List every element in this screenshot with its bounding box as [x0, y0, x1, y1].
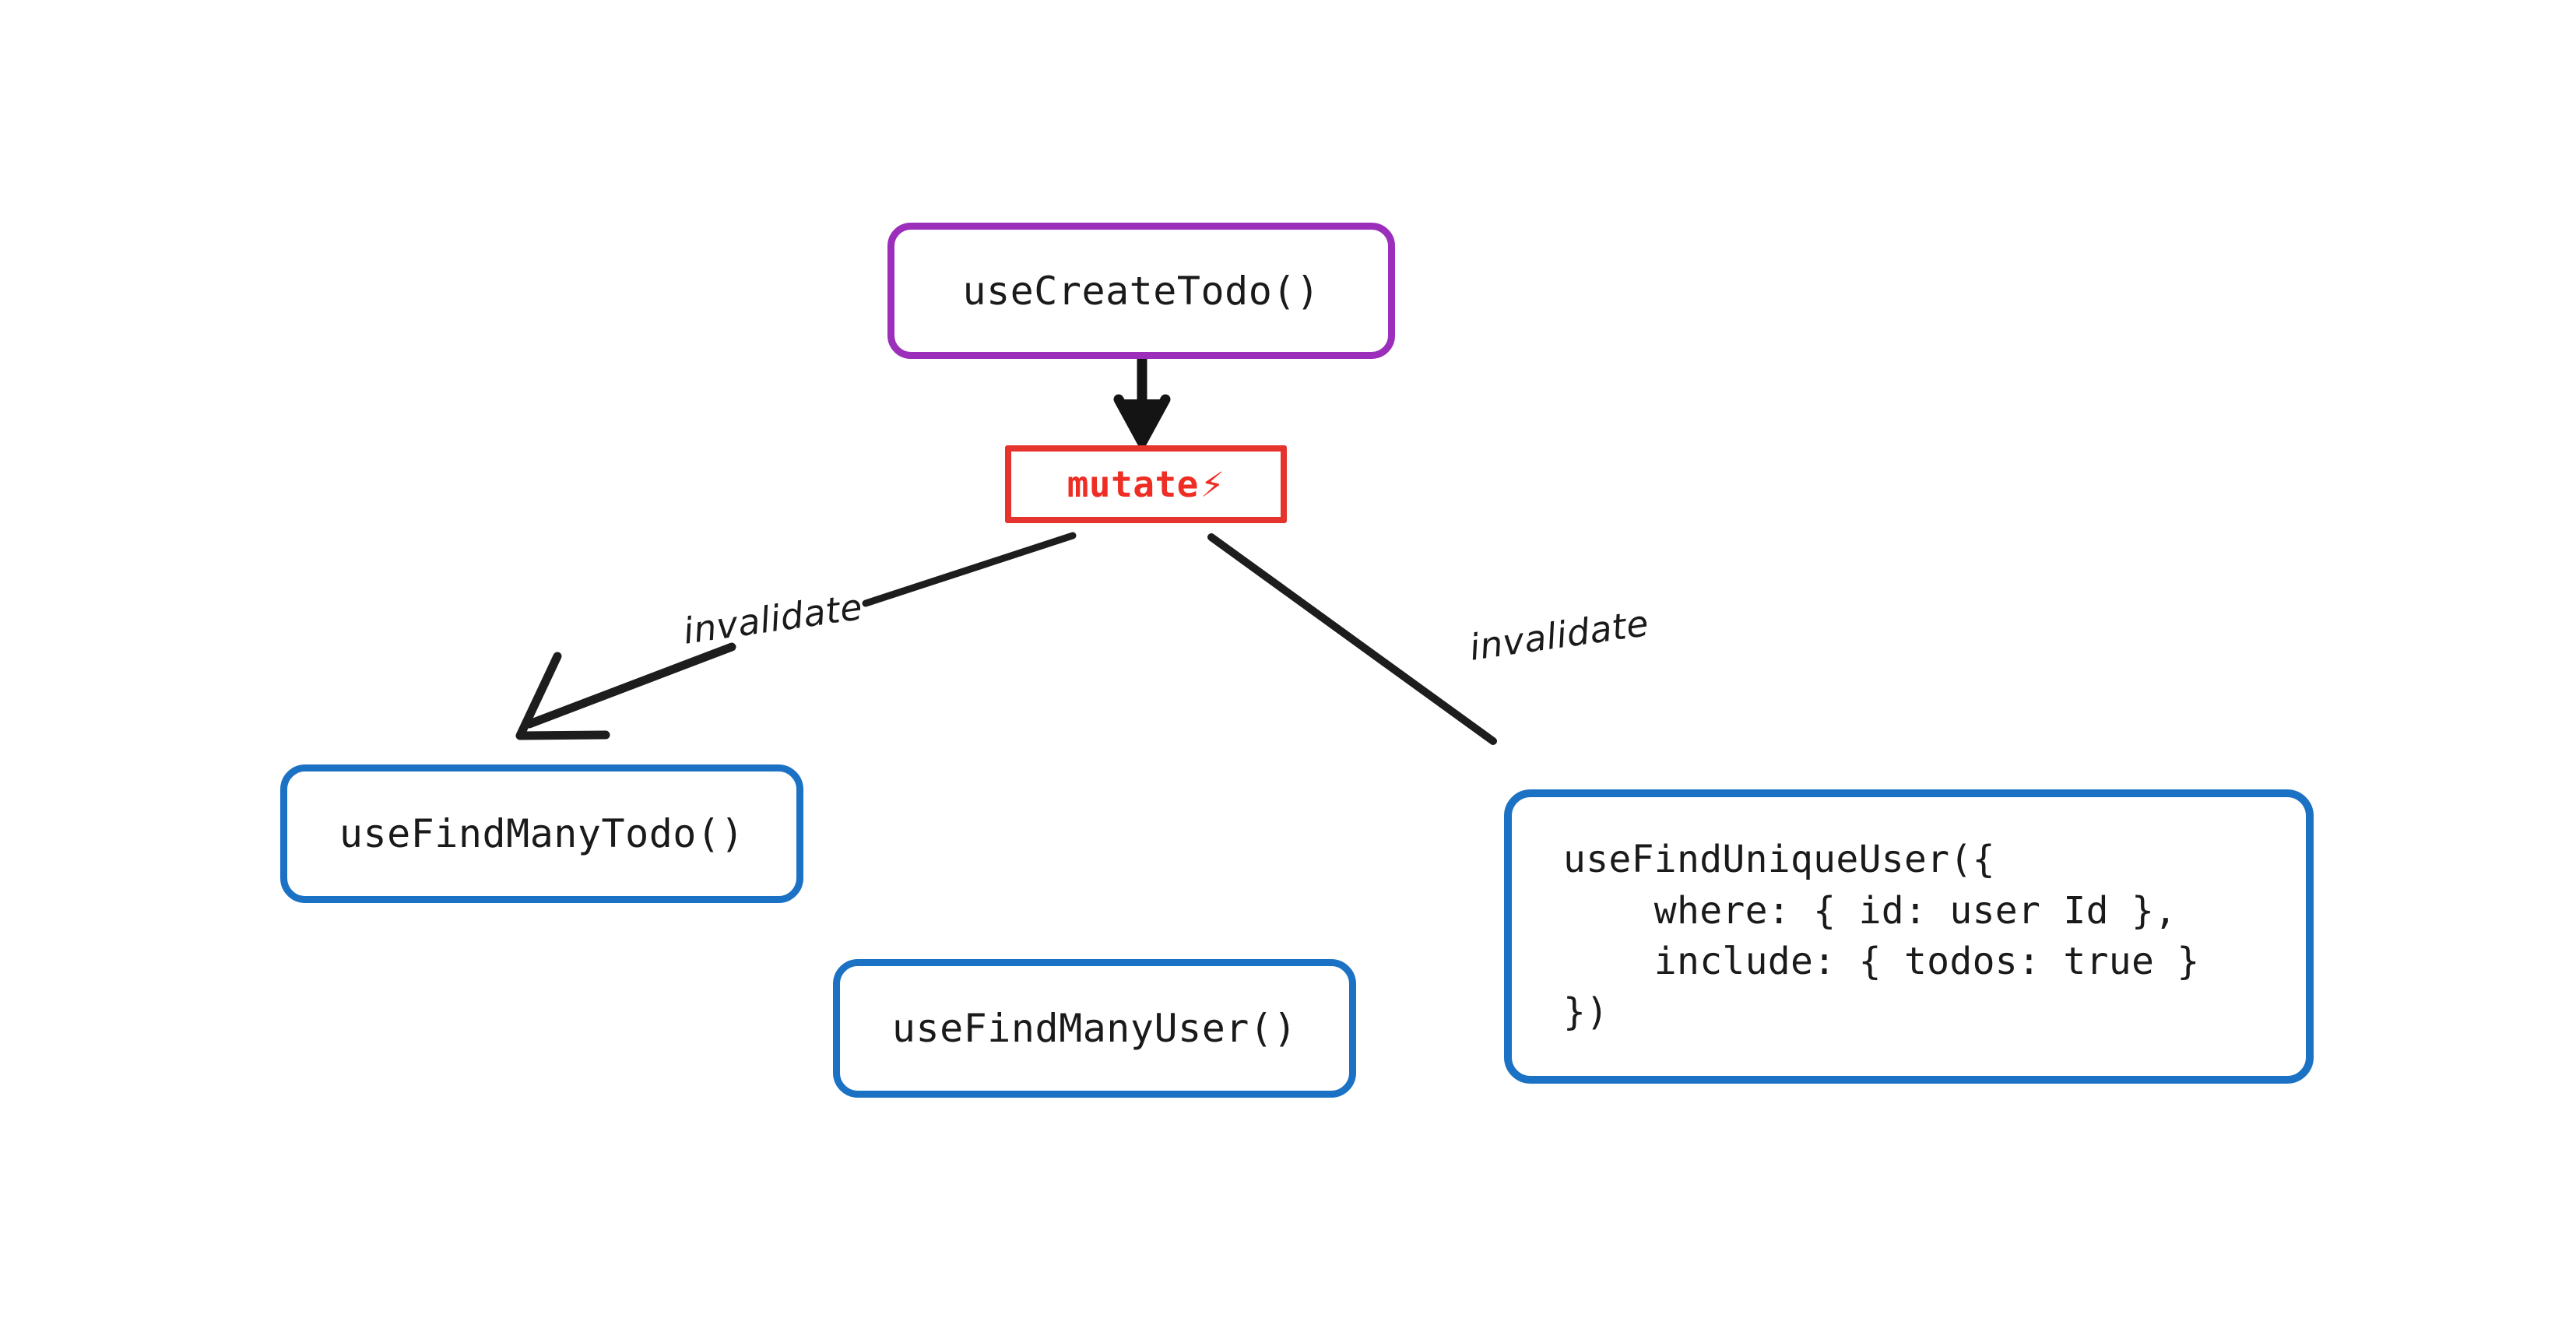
node-use-find-many-todo[interactable]: useFindManyTodo() [280, 764, 803, 903]
node-use-find-many-user[interactable]: useFindManyUser() [833, 959, 1356, 1098]
node-use-create-todo[interactable]: useCreateTodo() [887, 223, 1395, 359]
node-use-create-todo-label: useCreateTodo() [962, 268, 1320, 314]
edge-label-invalidate-right: invalidate [1467, 602, 1652, 669]
edge-label-invalidate-left: invalidate [680, 585, 866, 652]
node-mutate[interactable]: mutate⚡ [1005, 445, 1287, 523]
node-mutate-label: mutate [1067, 463, 1199, 505]
node-use-find-many-user-label: useFindManyUser() [891, 1006, 1298, 1051]
node-use-find-many-todo-label: useFindManyTodo() [339, 811, 745, 856]
edge-create-to-mutate [1113, 354, 1171, 448]
node-use-find-unique-user-code: useFindUniqueUser({ where: { id: user Id… [1563, 838, 2200, 1035]
lightning-bolt-icon: ⚡ [1200, 466, 1225, 505]
node-use-find-unique-user[interactable]: useFindUniqueUser({ where: { id: user Id… [1504, 789, 2314, 1084]
